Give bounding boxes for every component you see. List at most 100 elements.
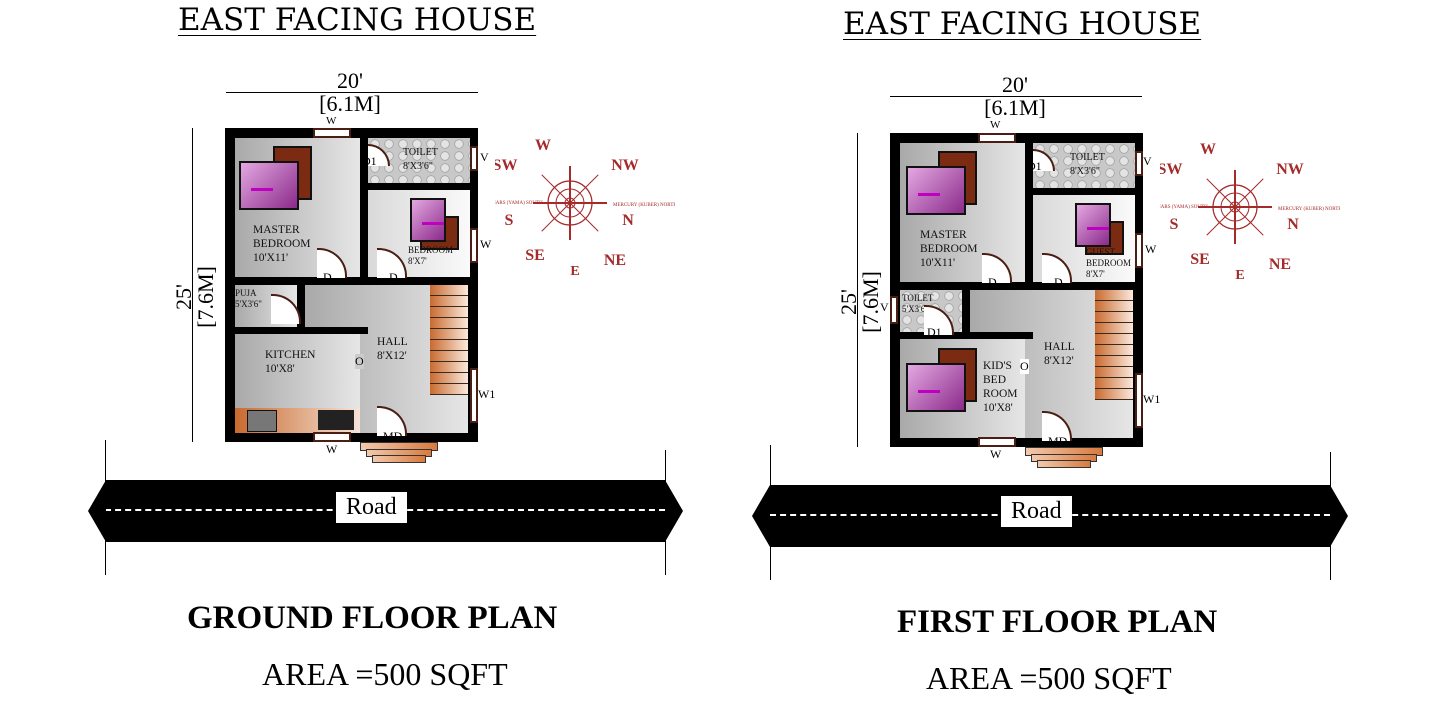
vent-label: V — [1143, 154, 1152, 168]
compass-needle — [569, 174, 599, 204]
width-ft: 20' — [337, 68, 363, 93]
entry-steps — [1037, 460, 1091, 468]
road-label: Road — [1001, 496, 1072, 527]
door-label: D — [1054, 275, 1063, 289]
compass-label-sw: SW — [495, 157, 517, 174]
window-label: W — [990, 119, 1001, 131]
door-label: D1 — [362, 154, 377, 168]
compass-label-sw: SW — [1160, 161, 1182, 178]
width-m: [6.1M] — [984, 95, 1046, 120]
door-label: D — [389, 270, 398, 284]
window-label: W1 — [1143, 392, 1161, 406]
vent-label: V — [480, 150, 489, 164]
compass-label-s: S — [1170, 216, 1179, 233]
ground-area: AREA =500 SQFT — [262, 656, 508, 692]
compass-label-ne: NE — [1269, 256, 1291, 273]
compass-label-e: E — [1235, 268, 1244, 283]
label-hall: HALL 8'X12' — [1044, 341, 1075, 367]
staircase — [430, 285, 468, 395]
opening-label: O — [355, 354, 364, 369]
window[interactable] — [890, 296, 898, 324]
label-kids-bedroom: KID'S BED ROOM 10'X8' — [983, 360, 1018, 414]
opening-label: O — [1020, 359, 1029, 374]
compass-needle — [1206, 206, 1236, 236]
door-label: MD — [1048, 434, 1068, 448]
compass-needle — [1206, 178, 1236, 208]
compass-needle — [541, 174, 571, 204]
compass-label-w: W — [1200, 141, 1216, 158]
width-ft: 20' — [1002, 72, 1028, 97]
width-dimension-line — [226, 92, 478, 93]
compass-label-w: W — [535, 137, 551, 154]
label-toilet: TOILET 8'X3'6" — [403, 147, 438, 172]
width-dimension-line — [890, 96, 1142, 97]
depth-m: [7.6M] — [193, 266, 218, 328]
label-kitchen: KITCHEN 10'X8' — [265, 349, 316, 375]
label-puja: PUJA 5'X3'6" — [235, 288, 262, 309]
window[interactable] — [1135, 151, 1143, 176]
depth-label: 25'[7.6M] — [171, 222, 218, 372]
label-master-bedroom: MASTER BEDROOM 10'X11' — [253, 224, 311, 264]
window[interactable] — [470, 146, 478, 171]
room-toilet — [1033, 143, 1135, 188]
entry-steps — [372, 455, 426, 463]
stove-icon — [247, 410, 277, 432]
ground-heading: EAST FACING HOUSE — [178, 2, 537, 38]
label-guest-bedroom: GUEST BEDROOM 8'X7' — [1086, 247, 1132, 279]
door-label: MD — [383, 429, 403, 443]
depth-dimension-line — [857, 133, 858, 447]
window[interactable] — [470, 368, 478, 423]
ground-plan-title: GROUND FLOOR PLAN — [187, 600, 558, 636]
window[interactable] — [978, 437, 1016, 447]
label-toilet: TOILET 8'X3'6" — [1070, 152, 1105, 177]
first-heading: EAST FACING HOUSE — [843, 6, 1202, 42]
bed-icon — [239, 161, 299, 210]
compass-note-south: MARS (YAMA) SOUTH — [495, 201, 543, 206]
vent-label: V — [880, 300, 889, 314]
compass-note-north: MERCURY (KUBER) NORTH — [613, 203, 675, 208]
first-plan-title: FIRST FLOOR PLAN — [897, 604, 1218, 640]
compass-label-nw: NW — [1276, 161, 1304, 178]
label-master-bedroom: MASTER BEDROOM 10'X11' — [920, 229, 978, 269]
depth-label: 25'[7.6M] — [836, 227, 883, 377]
first-area: AREA =500 SQFT — [926, 660, 1172, 696]
door-label: D — [988, 275, 997, 289]
window-label: W — [480, 237, 492, 251]
road-label: Road — [336, 492, 407, 523]
bed-icon — [906, 363, 966, 412]
staircase — [1095, 290, 1133, 400]
compass-label-se: SE — [525, 247, 545, 264]
bed-icon — [410, 198, 446, 242]
sink-icon — [318, 410, 354, 430]
window-label: W — [1145, 242, 1157, 256]
label-bedroom: BEDROOM 8'X7' — [408, 245, 454, 266]
window[interactable] — [313, 128, 351, 138]
window[interactable] — [313, 432, 351, 442]
label-toilet-2: TOILET 5'X3'6" — [902, 293, 934, 314]
compass-note-south: MARS (YAMA) SOUTH — [1160, 205, 1208, 210]
window-label: W — [990, 447, 1002, 461]
compass-label-se: SE — [1190, 251, 1210, 268]
compass-label-n: N — [1287, 216, 1299, 233]
door-label: D — [323, 270, 332, 284]
compass-label-s: S — [505, 212, 514, 229]
ground-floor-plan: MASTER BEDROOM 10'X11' TOILET 8'X3'6" BE… — [225, 128, 478, 443]
window[interactable] — [1135, 233, 1143, 268]
door-label: D1 — [1027, 159, 1042, 173]
bed-icon — [1075, 203, 1111, 247]
depth-dimension-line — [192, 128, 193, 442]
window[interactable] — [1135, 373, 1143, 428]
compass-needle — [1234, 206, 1264, 236]
width-m: [6.1M] — [319, 91, 381, 116]
window-label: W1 — [478, 387, 496, 401]
window-label: W — [326, 115, 337, 127]
compass-label-nw: NW — [611, 157, 639, 174]
compass-needle — [541, 202, 571, 232]
door-label: D1 — [927, 325, 942, 339]
window[interactable] — [470, 228, 478, 263]
compass-needle — [569, 202, 599, 232]
window[interactable] — [978, 133, 1016, 143]
window-label: W — [326, 442, 338, 456]
compass-label-ne: NE — [604, 252, 626, 269]
